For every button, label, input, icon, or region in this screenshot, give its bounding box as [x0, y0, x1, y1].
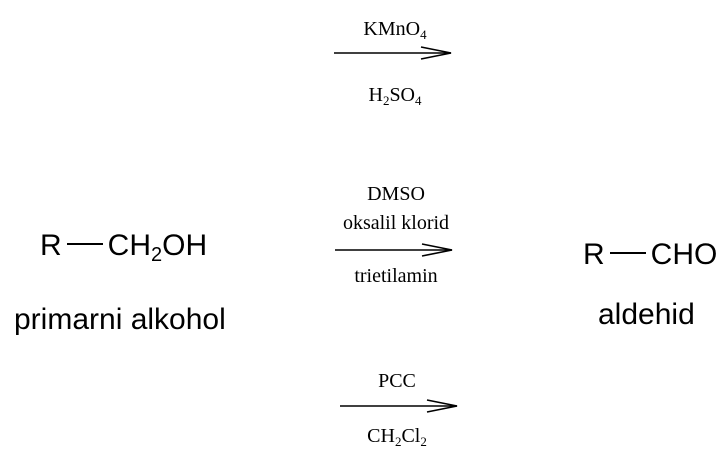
product-r-group: R	[583, 238, 605, 271]
reagent-h2so4-b-sub: 4	[415, 93, 422, 108]
reagent-kmno4-main: KMnO	[363, 18, 421, 40]
product-bond	[609, 252, 646, 255]
reagent-kmno4: KMnO4	[336, 18, 454, 42]
reagent-kmno4-sub: 4	[420, 27, 427, 42]
product-name: aldehid	[598, 298, 695, 331]
product-formula: R CHO	[583, 238, 717, 272]
reactant-group-tail: OH	[162, 229, 208, 262]
reagent-ch2cl2-a: CH	[367, 425, 395, 447]
reactant-bond	[66, 243, 103, 246]
reagent-pcc: PCC	[378, 370, 416, 392]
reactant-name: primarni alkohol	[14, 303, 226, 336]
reagent-dmso: DMSO	[367, 183, 425, 205]
reagent-ch2cl2: CH2Cl2	[338, 425, 456, 449]
product-group: CHO	[650, 238, 718, 271]
reagent-trietilamin: trietilamin	[354, 265, 438, 287]
reagent-h2so4-a: H	[368, 84, 383, 106]
reaction-arrow-2	[335, 243, 453, 257]
reagent-h2so4-a-sub: 2	[382, 93, 390, 108]
reagent-ch2cl2-b: Cl	[401, 425, 421, 447]
reactant-group-sub: 2	[151, 244, 163, 266]
reaction-arrow-3	[340, 399, 458, 413]
reagent-h2so4: H2SO4	[336, 84, 454, 108]
reactant-group-main: CH	[107, 229, 152, 262]
reagent-h2so4-b: SO	[389, 84, 416, 106]
reagent-ch2cl2-a-sub: 2	[394, 434, 402, 449]
reagent-ch2cl2-b-sub: 2	[420, 434, 427, 449]
reaction-arrow-1	[334, 46, 452, 60]
reagent-oksalil-klorid: oksalil klorid	[342, 212, 450, 234]
reactant-formula: R CH2OH	[40, 229, 208, 266]
reactant-r-group: R	[40, 229, 62, 262]
